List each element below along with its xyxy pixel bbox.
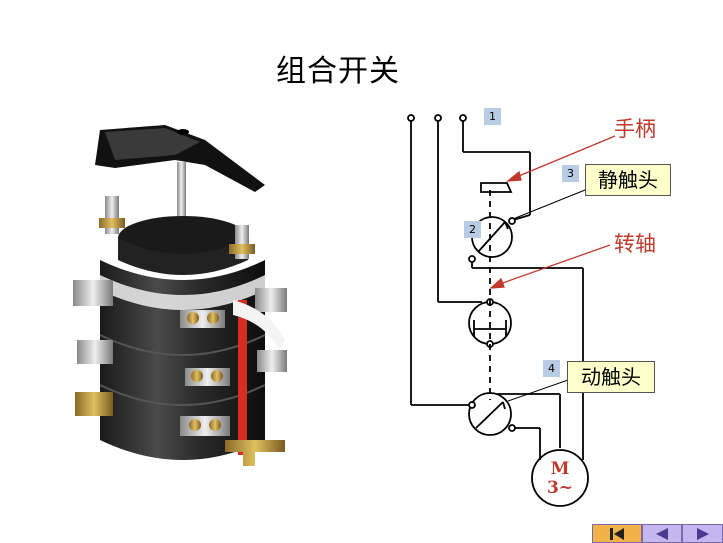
motor-label-m: M — [550, 459, 570, 479]
label-moving-contact: 动触头 — [567, 361, 655, 393]
label-static-contact: 静触头 — [585, 164, 671, 196]
motor-label-phase: 3~ — [546, 478, 574, 498]
terminal-middle — [434, 114, 442, 122]
arrow-left-icon — [656, 527, 668, 540]
nav-first-button[interactable] — [592, 524, 642, 543]
skip-to-first-icon — [610, 527, 624, 540]
arrow-right-icon — [696, 527, 709, 540]
label-handle: 手柄 — [614, 117, 656, 141]
switch-photo — [73, 125, 287, 466]
marker-3: 3 — [562, 165, 579, 182]
marker-1: 1 — [484, 108, 501, 125]
nav-next-button[interactable] — [682, 524, 723, 543]
terminal-left — [407, 114, 415, 122]
label-shaft: 转轴 — [614, 232, 656, 256]
marker-4: 4 — [543, 360, 560, 377]
marker-2: 2 — [464, 221, 481, 238]
terminal-right — [459, 114, 467, 122]
nav-prev-button[interactable] — [642, 524, 682, 543]
page-title: 组合开关 — [276, 54, 400, 89]
